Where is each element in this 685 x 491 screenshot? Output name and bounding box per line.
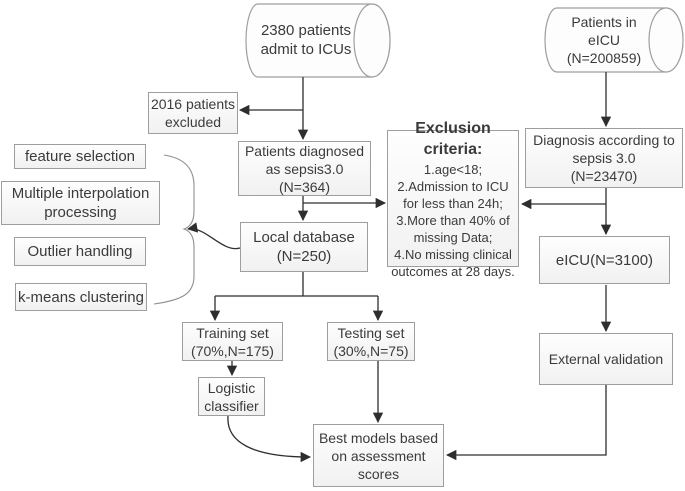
node-line: 2016 patients	[150, 96, 236, 112]
node-outlier-handling: Outlier handling	[14, 237, 146, 266]
node-line: (70%,N=175)	[191, 342, 274, 359]
node-line: Logistic	[207, 379, 256, 396]
connector-external-to-bestmodels	[445, 385, 607, 461]
node-line: classifier	[204, 397, 259, 414]
icu-cylinder	[245, 3, 391, 78]
connector-localdb-to-brace	[186, 222, 241, 250]
node-line: on assessment	[331, 447, 426, 464]
node-line: processing	[44, 204, 117, 221]
node-line: Best models based	[318, 429, 439, 446]
connector-logistic-to-bestmodels	[227, 415, 312, 463]
node-line: sepsis 3.0	[572, 150, 636, 166]
node-line: admit to ICUs	[260, 41, 352, 58]
node-line: eICU(N=3100)	[555, 251, 654, 269]
node-line: excluded	[164, 114, 222, 130]
node-testing-set: Testing set (30%,N=75)	[327, 322, 415, 361]
node-eicu-cylinder-label: Patients in eICU (N=200859)	[551, 12, 657, 68]
node-local-database: Local database (N=250)	[240, 222, 368, 272]
node-line: Patients in	[571, 14, 637, 30]
node-patients-excluded: 2016 patients excluded	[148, 92, 238, 134]
node-multiple-interpolation: Multiple interpolation processing	[1, 181, 160, 225]
node-line: Outlier handling	[27, 243, 133, 260]
node-eicu-3100: eICU(N=3100)	[539, 236, 670, 284]
node-feature-selection: feature selection	[14, 144, 146, 169]
node-line: Multiple interpolation	[11, 185, 150, 202]
node-line: (N=200859)	[566, 50, 642, 66]
node-logistic-classifier: Logistic classifier	[198, 377, 265, 416]
node-line: k-means clustering	[18, 288, 144, 306]
node-line: (N=250)	[276, 248, 332, 265]
eicu-cylinder	[544, 7, 684, 73]
node-diagnosis-sepsis: Diagnosis according to sepsis 3.0 (N=234…	[525, 128, 683, 188]
node-line: 2380 patients	[260, 22, 352, 39]
node-line: Patients diagnosed	[244, 142, 365, 159]
node-patients-diagnosed: Patients diagnosed as sepsis3.0 (N=364)	[238, 141, 371, 196]
node-line: (N=364)	[279, 178, 330, 195]
node-line: eICU	[588, 32, 620, 48]
node-line: feature selection	[24, 148, 136, 165]
node-icu-cylinder-label: 2380 patients admit to ICUs	[250, 14, 362, 66]
node-kmeans-clustering: k-means clustering	[15, 283, 147, 311]
node-training-set: Training set (70%,N=175)	[182, 322, 283, 361]
node-line: (N=23470)	[570, 168, 638, 184]
node-line: Training set	[196, 324, 269, 341]
node-line: (30%,N=75)	[333, 342, 409, 359]
node-line: as sepsis3.0	[265, 160, 344, 177]
exclusion-item: 3.More than 40% of missing Data;	[396, 212, 510, 245]
grouping-brace	[153, 154, 195, 305]
node-external-validation: External validation	[539, 333, 673, 385]
node-best-models: Best models based on assessment scores	[313, 424, 444, 487]
node-exclusion-criteria: Exclusion criteria: 1.age<18; 2.Admissio…	[387, 120, 519, 279]
node-line: Diagnosis according to	[533, 132, 675, 148]
exclusion-item: 2.Admission to ICU for less than 24h;	[397, 178, 509, 211]
exclusion-heading: Exclusion criteria:	[415, 119, 491, 158]
exclusion-item: 1.age<18;	[423, 161, 483, 177]
node-line: scores	[357, 465, 400, 482]
node-line: Testing set	[337, 324, 405, 341]
exclusion-item: 4.No missing clinical outcomes at 28 day…	[391, 246, 515, 279]
node-line: Local database	[253, 229, 355, 246]
node-line: External validation	[548, 351, 664, 367]
